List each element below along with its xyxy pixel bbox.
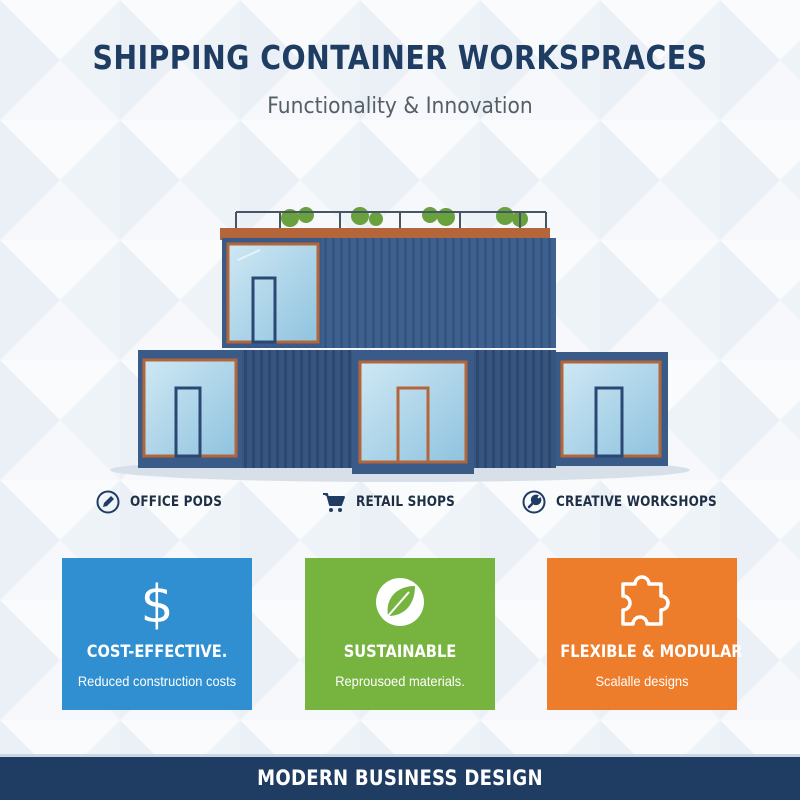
page-subtitle: Functionality & Innovation — [267, 94, 533, 119]
benefit-desc: Scalalle designs — [595, 673, 689, 689]
top-container — [220, 207, 556, 348]
svg-text:$: $ — [140, 575, 173, 630]
page-title: SHIPPING CONTAINER WORKSPRACES — [92, 38, 708, 77]
benefit-desc: Reprousoed materials. — [335, 673, 465, 689]
footer-text: MODERN BUSINESS DESIGN — [257, 766, 543, 790]
benefit-desc: Reduced construction costs — [77, 673, 237, 689]
bottom-containers — [138, 350, 668, 474]
use-cases-row: OFFICE PODS RETAIL SHOPS CREATIVE WORKSH… — [0, 488, 800, 516]
leaf-icon — [376, 578, 424, 626]
puzzle-icon — [621, 575, 670, 626]
pencil-icon — [96, 490, 120, 514]
benefit-card-cost-effective: $ COST-EFFECTIVE. Reduced construction c… — [62, 558, 252, 710]
dollar-icon: $ — [140, 575, 173, 630]
use-label: RETAIL SHOPS — [356, 494, 455, 510]
use-office-pods: OFFICE PODS — [96, 488, 237, 516]
benefit-title: COST-EFFECTIVE. — [86, 642, 228, 662]
benefit-card-sustainable: SUSTAINABLE Reprousoed materials. — [305, 558, 495, 710]
stacked-containers-illustration — [110, 207, 690, 482]
use-label: OFFICE PODS — [130, 494, 223, 510]
use-creative-workshops: CREATIVE WORKSHOPS — [522, 488, 743, 516]
benefit-title: FLEXIBLE & MODULAR — [560, 642, 743, 662]
benefit-card-flexible-modular: FLEXIBLE & MODULAR Scalalle designs — [547, 558, 743, 710]
wrench-icon — [522, 490, 546, 514]
benefit-title: SUSTAINABLE — [343, 642, 457, 662]
use-label: CREATIVE WORKSHOPS — [556, 494, 717, 510]
shopping-cart-icon — [323, 493, 345, 512]
footer-banner: MODERN BUSINESS DESIGN — [0, 754, 800, 800]
use-retail-shops: RETAIL SHOPS — [322, 488, 471, 516]
